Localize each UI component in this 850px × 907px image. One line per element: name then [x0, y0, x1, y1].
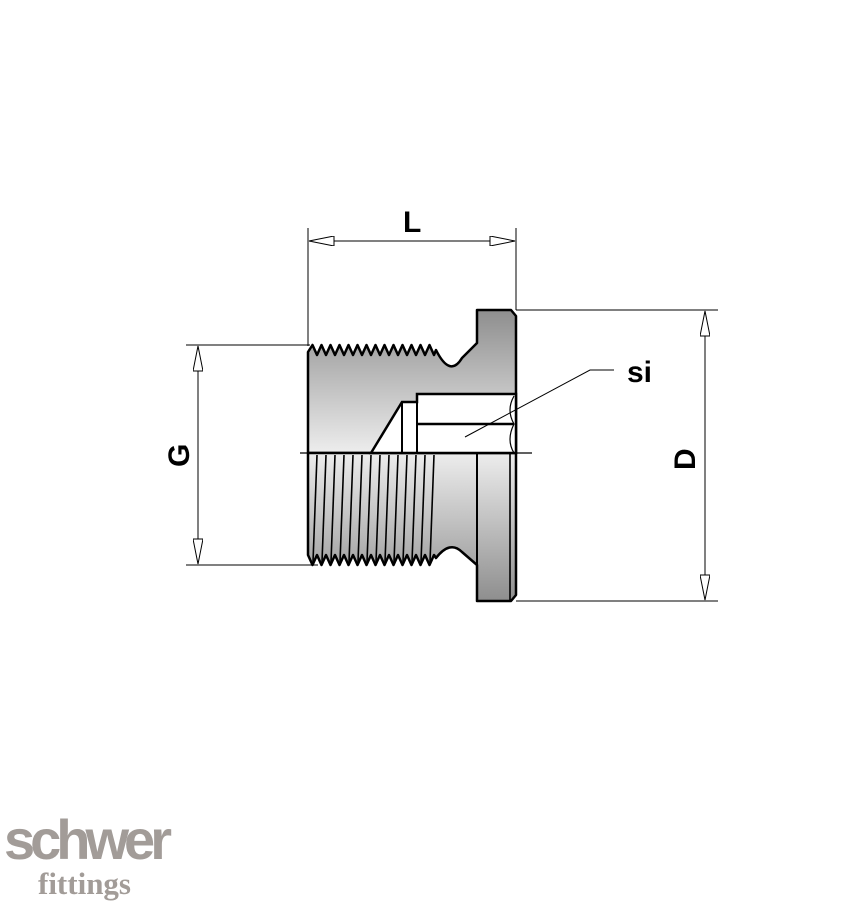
thread-line [402, 454, 408, 563]
thread-line [393, 454, 399, 563]
extension-lines [186, 228, 718, 602]
thread-line [375, 454, 381, 563]
thread-line [420, 454, 426, 563]
thread-line [357, 454, 363, 563]
hex-socket [368, 392, 518, 455]
thread-line [384, 454, 390, 563]
schwer-fittings-logo: schwer fittings [4, 808, 172, 901]
logo-line2: fittings [38, 866, 131, 901]
thread-line [429, 454, 435, 563]
label-D: D [669, 448, 702, 470]
logo-line1: schwer [4, 808, 172, 871]
thread-line [366, 454, 372, 563]
thread-line [321, 454, 327, 563]
thread-line [330, 454, 336, 563]
thread-line [411, 454, 417, 563]
leader-line-si [464, 369, 614, 438]
thread-line [312, 454, 318, 563]
thread-line [339, 454, 345, 563]
label-si: si [627, 356, 652, 389]
thread-lines [312, 453, 478, 565]
label-L: L [403, 206, 421, 239]
label-G: G [163, 444, 196, 467]
body-lower-half [306, 451, 518, 603]
thread-line [348, 454, 354, 563]
